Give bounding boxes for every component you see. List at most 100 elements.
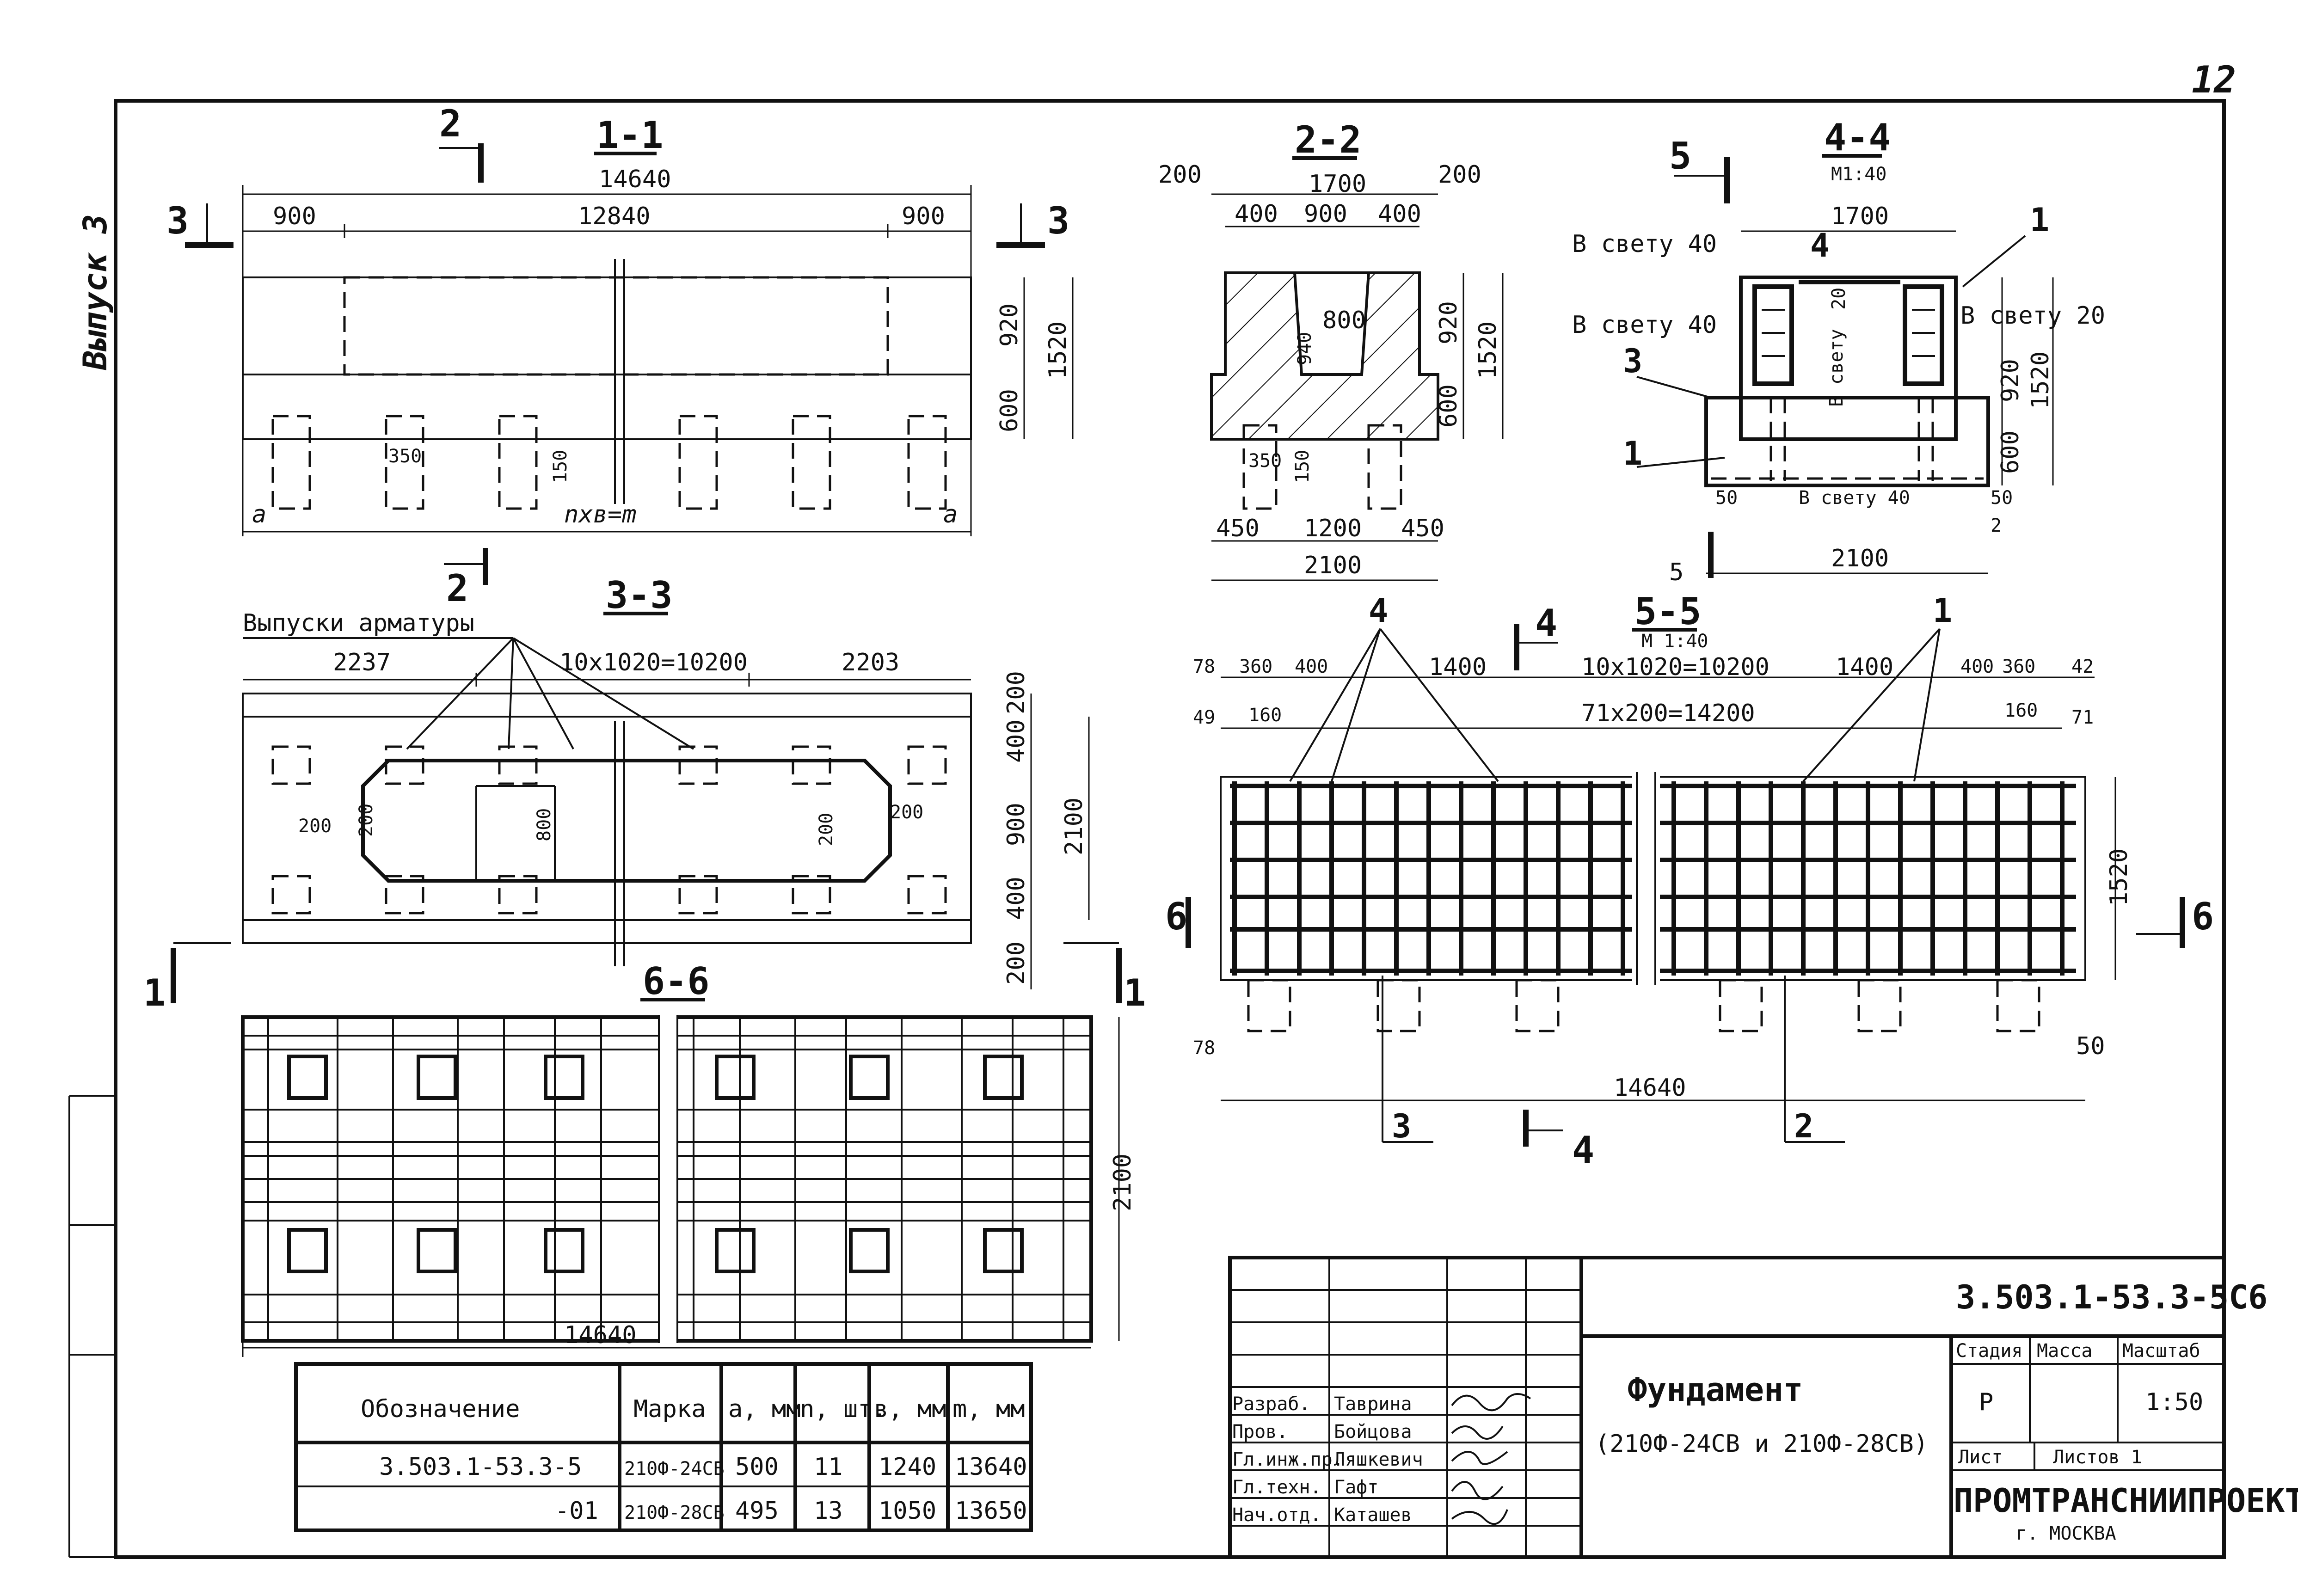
drawing-name: Фундамент: [1628, 1371, 1803, 1409]
svg-text:210Ф-24СВ: 210Ф-24СВ: [624, 1458, 725, 1479]
header-mark: Марка: [633, 1395, 706, 1423]
mark-3: 3: [1623, 342, 1642, 380]
dim-total-height: 1520: [2027, 351, 2054, 409]
dim-base: 2100: [1831, 545, 1889, 572]
dim-base: 2100: [1304, 552, 1362, 579]
dim-total: 2100: [1060, 798, 1088, 855]
note-1: В свету 40: [1572, 230, 1717, 258]
cut-mark-4: 4: [1535, 602, 1557, 645]
dim-upper-height: 920: [1435, 301, 1462, 344]
dim-v-900: 900: [1002, 803, 1030, 846]
dim-right: 900: [902, 203, 945, 230]
sheet-frame: [114, 99, 2226, 1559]
svg-text:500: 500: [735, 1453, 779, 1481]
dim-a-right: а: [943, 501, 958, 528]
section-title: 6-6: [643, 960, 710, 1003]
dim-360-right: 360: [2002, 656, 2035, 677]
dim-50-bottom: 50: [2076, 1032, 2105, 1060]
dim-formula: nxв=m: [564, 501, 637, 528]
dim-450-left: 450: [1216, 515, 1260, 542]
svg-text:1240: 1240: [879, 1453, 936, 1481]
mark-3: 3: [1392, 1107, 1411, 1145]
scale-value: 1:50: [2145, 1388, 2203, 1416]
dim-v-400-top: 400: [1002, 719, 1030, 763]
dim-2: 2: [1991, 515, 2002, 536]
svg-text:Гл.инж.пр.: Гл.инж.пр.: [1232, 1449, 1344, 1470]
stage-header: Стадия: [1956, 1340, 2023, 1362]
dim-void: 800: [534, 808, 555, 841]
doc-code: 3.503.1-53.3-5С6: [1956, 1278, 2267, 1316]
note-3: В свету 20: [1960, 302, 2105, 330]
section-1-1: 1-1 14640 900 12840 900 2 3 3: [166, 102, 1074, 610]
dim-lower-height: 600: [1435, 384, 1462, 428]
cut-mark-2: 2: [439, 102, 461, 145]
svg-text:-01: -01: [555, 1497, 598, 1525]
elevation-outlets: [1247, 979, 2040, 1032]
cut-mark-5-bottom: 5: [1669, 559, 1684, 586]
dim-400-left: 400: [1295, 656, 1328, 677]
svg-text:Каташев: Каташев: [1334, 1504, 1412, 1526]
dim-upper-height: 920: [1997, 359, 2024, 402]
header-n: n, шт.: [800, 1395, 887, 1423]
scale-label: М 1:40: [1641, 631, 1708, 652]
dim-left: 200: [1158, 161, 1202, 189]
cut-mark-1: 1: [143, 971, 166, 1014]
svg-text:Гафт: Гафт: [1334, 1477, 1378, 1498]
stage-value: Р: [1979, 1388, 1993, 1416]
dim-78: 78: [1193, 656, 1215, 677]
dim-upper-height: 920: [995, 303, 1023, 347]
note-2: В свету 40: [1572, 311, 1717, 339]
svg-text:210Ф-28СВ: 210Ф-28СВ: [624, 1502, 725, 1523]
dim-outlet-width: 350: [1248, 450, 1282, 472]
signatures: [1451, 1393, 1531, 1525]
section-2-2: 2-2 200 1700 200 400 900 400 800 940 350…: [1158, 118, 1504, 581]
dim-400-right: 400: [1378, 200, 1421, 228]
dim-1400-right: 1400: [1836, 653, 1893, 681]
dim-left: 900: [273, 203, 316, 230]
dim-a-left: а: [252, 501, 266, 528]
dim-right: 200: [1438, 161, 1481, 189]
cut-mark-5: 5: [1669, 135, 1691, 178]
cut-mark-3-right: 3: [1047, 199, 1069, 242]
cut-mark-3: 3: [166, 199, 189, 242]
dim-360-left: 360: [1239, 656, 1272, 677]
cut-mark-2-bottom: 2: [446, 567, 468, 610]
dim-corner-2: 200: [356, 804, 377, 837]
svg-text:1050: 1050: [879, 1497, 936, 1525]
dim-total-height: 1520: [1474, 321, 1502, 379]
dim-71: 71: [2071, 707, 2094, 728]
section-title: 5-5: [1634, 590, 1702, 633]
dim-total-height: 1520: [1044, 321, 1072, 379]
section-4-4: 4-4 М1:40 5 1700 1 4 В свету 40 В свету …: [1572, 116, 2105, 586]
dim-width: 2100: [1109, 1154, 1137, 1211]
dim-49: 49: [1193, 707, 1215, 728]
binding-strip: [68, 1095, 116, 1558]
cut-mark-6-right: 6: [2192, 895, 2214, 938]
dim-50-right: 50: [1991, 487, 2013, 509]
city: г. МОСКВА: [2016, 1523, 2116, 1544]
dim-right: 2203: [842, 649, 899, 676]
cut-mark-4-bottom: 4: [1572, 1129, 1594, 1172]
dim-lower-height: 600: [995, 389, 1023, 432]
mark-1-top: 1: [2030, 201, 2049, 239]
section-title: 1-1: [596, 114, 664, 157]
dim-corner-4: 200: [890, 802, 923, 823]
dim-v-400-bottom: 400: [1002, 877, 1030, 920]
svg-text:Таврина: Таврина: [1334, 1393, 1412, 1415]
dim-1200: 1200: [1304, 515, 1362, 542]
mark-4: 4: [1369, 592, 1388, 630]
dim-corner-1: 200: [298, 816, 332, 837]
outlets-plan: [271, 745, 947, 915]
note-4: В свету: [1826, 329, 1847, 407]
scale-header: Масштаб: [2122, 1340, 2200, 1362]
section-title: 4-4: [1824, 116, 1891, 159]
dim-78-bottom: 78: [1193, 1037, 1215, 1059]
dim-lower-height: 600: [1997, 430, 2024, 474]
dim-outlet-height: 150: [550, 450, 571, 483]
dim-total: 14640: [1614, 1074, 1686, 1102]
heading: Выпуски арматуры: [243, 609, 474, 637]
dim-42: 42: [2071, 656, 2094, 677]
svg-text:Разраб.: Разраб.: [1232, 1393, 1310, 1415]
table-row: -01 210Ф-28СВ 495 13 1050 13650: [555, 1497, 1027, 1525]
dim-1400-left: 1400: [1429, 653, 1487, 681]
